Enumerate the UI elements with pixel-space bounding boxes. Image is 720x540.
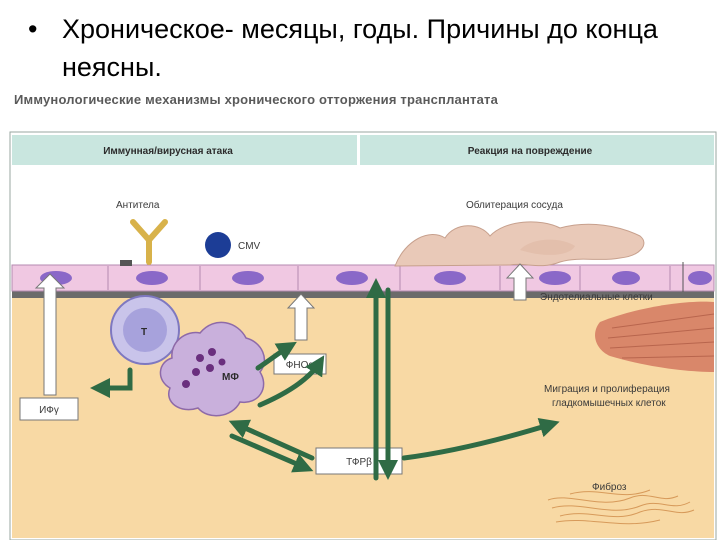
macrophage-granules <box>182 348 226 388</box>
obliteration-plaque <box>394 221 645 267</box>
t-cell-nucleus <box>123 308 167 352</box>
antibody-receptor <box>120 260 132 266</box>
endothelial-nuclei <box>40 271 712 285</box>
endothelial-label: Эндотелиальные клетки <box>540 292 653 303</box>
mf-to-tnf-arrow <box>255 341 297 371</box>
obliteration-label: Облитерация сосуда <box>466 199 563 211</box>
left-header-band <box>12 135 357 165</box>
smooth-muscle-bundle <box>595 301 714 372</box>
macrophage-label: МФ <box>222 372 239 383</box>
smooth-muscle-striations <box>607 313 715 359</box>
left-header-label: Иммунная/вирусная атака <box>103 146 233 157</box>
right-header-label: Реакция на повреждение <box>468 146 593 157</box>
fibrosis-fibers <box>547 489 695 525</box>
t-to-ifn-arrow <box>90 367 133 398</box>
endothelial-up-arrow <box>505 263 535 301</box>
bullet-marker: • <box>28 14 38 44</box>
slide-bullet-text: • Хроническое- месяцы, годы. Причины до … <box>28 10 698 86</box>
ifn-box <box>19 397 79 421</box>
antibody-icon <box>130 219 168 265</box>
t-cell-label: T <box>141 327 147 338</box>
cmv-label: CMV <box>238 241 261 252</box>
ifn-up-arrow <box>34 273 66 396</box>
migration-label-1: Миграция и пролиферация <box>544 383 670 395</box>
basement-membrane <box>12 290 714 298</box>
tgf-to-mf-arrow <box>228 419 315 461</box>
tgf-label: ТФРβ <box>346 457 372 468</box>
figure-title: Иммунологические механизмы хронического … <box>14 92 499 107</box>
green-arrows <box>90 278 560 481</box>
ifn-label: ИФγ <box>39 405 59 416</box>
mf-to-tgf-arrow <box>229 433 314 473</box>
migration-label-2: гладкомышечных клеток <box>552 398 666 409</box>
tnf-up-arrow <box>286 293 316 341</box>
tnf-label: ФНОα <box>286 360 315 371</box>
right-header-band <box>360 135 714 165</box>
fibrosis-label: Фиброз <box>592 481 627 493</box>
cmv-virus-icon <box>205 232 231 258</box>
antibodies-label: Антитела <box>116 200 160 211</box>
tgf-to-smooth-muscle-arrow <box>401 417 560 461</box>
bullet-text: Хроническое- месяцы, годы. Причины до ко… <box>62 14 658 82</box>
mf-to-tnf-arrow-2 <box>257 355 325 408</box>
endothelial-cell-borders <box>107 266 671 290</box>
obliteration-fold <box>520 239 575 255</box>
